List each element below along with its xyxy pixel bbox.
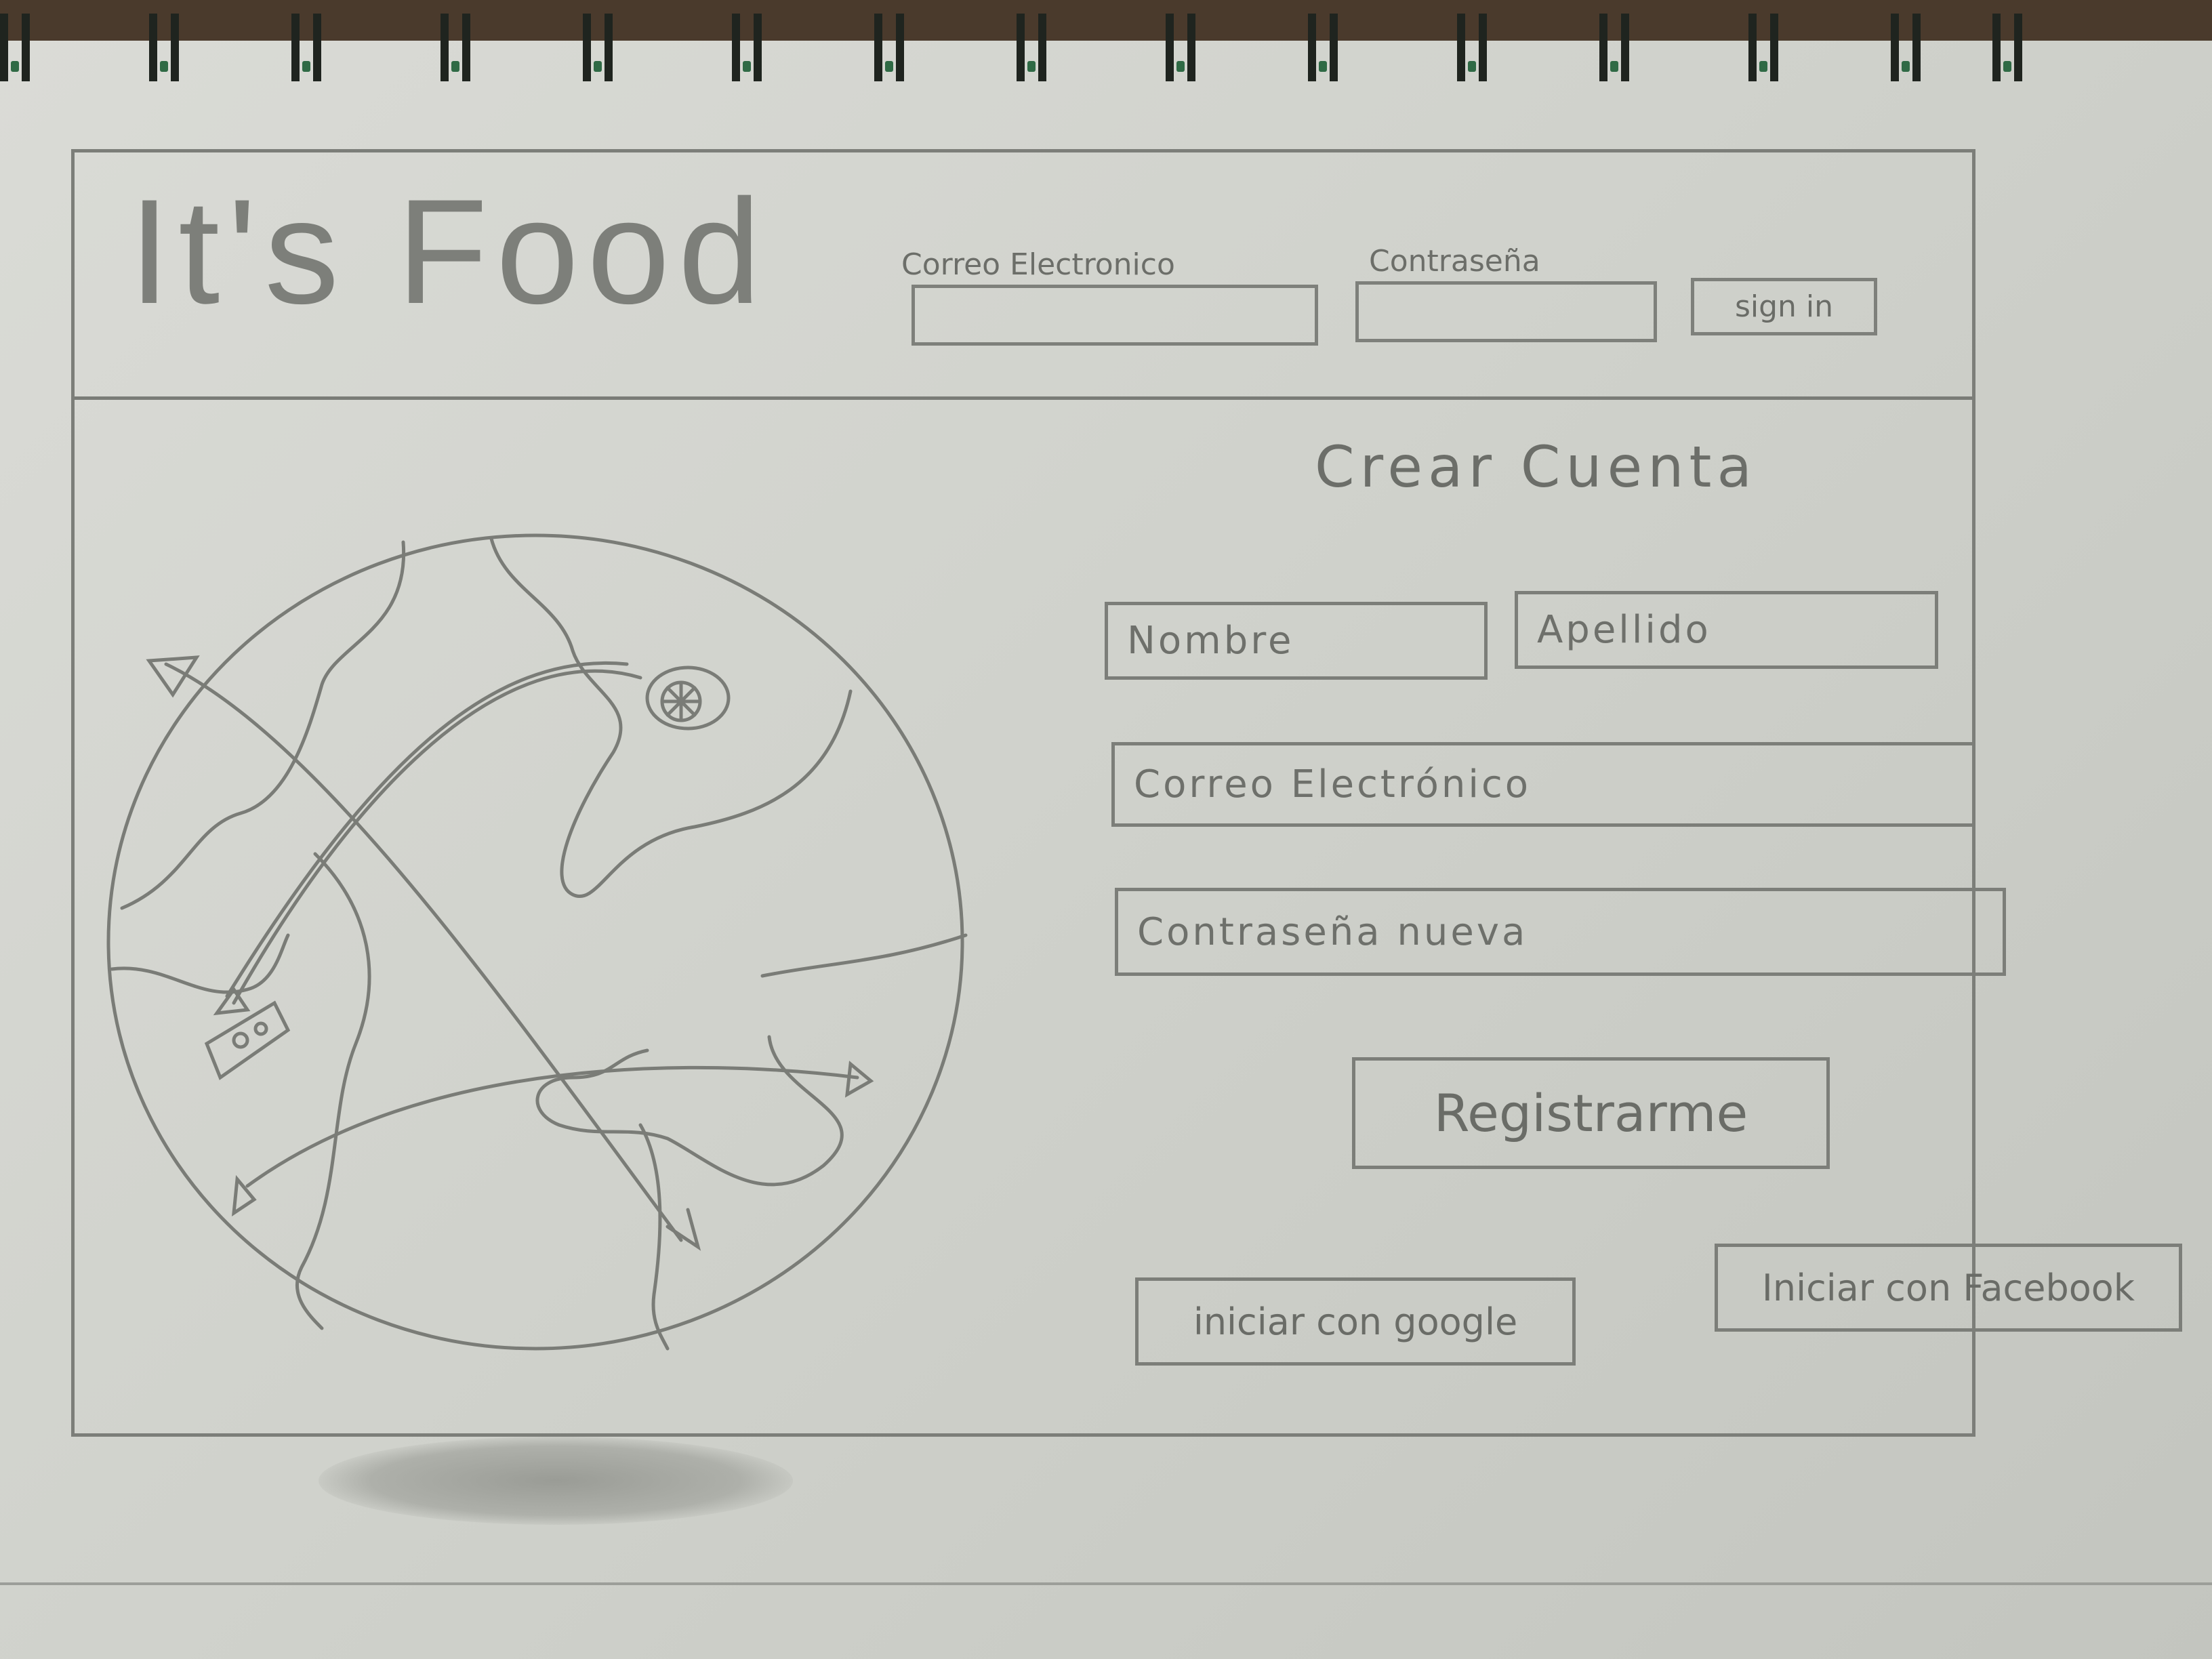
create-account-title: Crear Cuenta <box>1315 434 1757 500</box>
continent-line <box>638 1123 670 1351</box>
binding-ring <box>1166 14 1195 81</box>
paper-edge-line <box>0 1582 2212 1585</box>
eraser-smudge <box>319 1437 793 1525</box>
binding-ring <box>1599 14 1629 81</box>
first-name-input[interactable]: Nombre <box>1105 602 1488 680</box>
binding-ring <box>1017 14 1046 81</box>
route-arrow <box>665 1208 701 1251</box>
continent-line <box>760 933 968 978</box>
binding-ring <box>874 14 904 81</box>
header-password-label: Contraseña <box>1369 244 1540 279</box>
route-arrow <box>225 661 629 998</box>
cheese-hole <box>232 1031 249 1049</box>
route-arrow <box>213 986 251 1016</box>
route-arrow <box>231 1174 257 1217</box>
continent-line <box>535 1035 844 1187</box>
cheese-hole <box>253 1021 268 1036</box>
facebook-login-button[interactable]: Iniciar con Facebook <box>1715 1244 2182 1332</box>
binding-ring <box>1308 14 1338 81</box>
fruit-icon-segments <box>660 680 702 722</box>
route-arrow <box>164 662 683 1242</box>
binding-ring <box>1457 14 1487 81</box>
google-login-button[interactable]: iniciar con google <box>1135 1277 1576 1366</box>
binding-ring <box>732 14 762 81</box>
header-password-input[interactable] <box>1355 281 1657 342</box>
globe-food-map <box>106 533 968 1351</box>
binding-ring <box>1992 14 2022 81</box>
binding-ring <box>583 14 613 81</box>
binding-ring <box>1891 14 1921 81</box>
signup-email-input[interactable]: Correo Electrónico <box>1111 742 1975 827</box>
header-email-label: Correo Electronico <box>901 247 1175 282</box>
binding-ring <box>291 14 321 81</box>
fruit-icon <box>645 665 731 731</box>
cheese-icon <box>204 1000 291 1080</box>
route-arrow <box>245 1065 859 1188</box>
continent-line <box>120 540 406 910</box>
continent-line <box>295 852 371 1330</box>
route-arrow <box>844 1061 874 1098</box>
last-name-input[interactable]: Apellido <box>1515 591 1938 669</box>
route-arrow <box>146 655 200 698</box>
header-divider <box>75 396 1972 400</box>
route-arrow <box>232 669 642 1005</box>
binding-ring <box>149 14 179 81</box>
new-password-input[interactable]: Contraseña nueva <box>1115 888 2006 976</box>
globe-outline <box>106 533 964 1351</box>
binding-ring <box>0 14 30 81</box>
header-email-input[interactable] <box>912 285 1318 346</box>
sign-in-button[interactable]: sign in <box>1691 278 1877 335</box>
sketch-paper <box>0 41 2212 1659</box>
register-button[interactable]: Registrarme <box>1352 1057 1830 1169</box>
binding-ring <box>441 14 470 81</box>
binding-ring <box>1748 14 1778 81</box>
spiral-binding <box>0 0 2212 88</box>
site-logo[interactable]: It's Food <box>129 168 769 335</box>
continent-line <box>489 537 853 898</box>
